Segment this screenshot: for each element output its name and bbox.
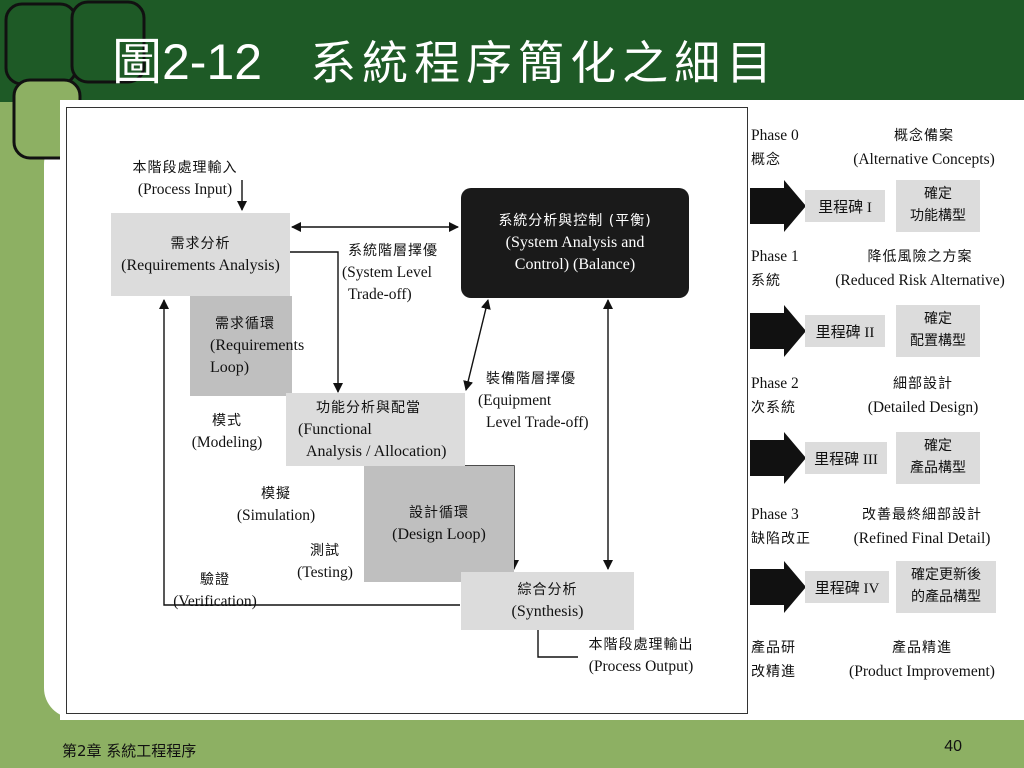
phase-1: Phase 1 系統: [751, 248, 799, 289]
slide-title: 圖2-12 系統程序簡化之細目: [112, 22, 778, 92]
milestone-4-confirm: 確定更新後 的產品構型: [896, 561, 996, 613]
verification-label: 驗證 (Verification): [173, 572, 257, 610]
process-output-label: 本階段處理輸出 (Process Output): [588, 637, 694, 675]
diagram-frame: [66, 107, 748, 714]
milestone-1-arrow: [750, 180, 806, 232]
title-text: 系統程序簡化之細目: [310, 36, 779, 90]
modeling-label: 模式 (Modeling): [191, 413, 263, 451]
milestone-2-box: 里程碑 II: [805, 315, 885, 347]
milestone-2-arrow: [750, 305, 806, 357]
page-number: 40: [944, 738, 962, 755]
milestone-1-box: 里程碑 I: [805, 190, 885, 222]
process-input-label: 本階段處理輸入 (Process Input): [132, 160, 238, 198]
phase-1-description: 降低風險之方案 (Reduced Risk Alternative): [835, 249, 1005, 289]
equipment-tradeoff-label: 裝備階層擇優 (Equipment Level Trade-off): [478, 371, 589, 431]
milestone-3-arrow: [750, 432, 806, 484]
testing-label: 測試 (Testing): [297, 543, 353, 581]
phase-product-description: 產品精進 (Product Improvement): [849, 640, 995, 680]
functional-analysis-box: 功能分析與配當 (Functional Analysis / Allocatio…: [286, 393, 465, 466]
requirements-analysis-box: 需求分析 (Requirements Analysis): [111, 213, 290, 296]
footer-chapter: 第2章 系統工程程序: [62, 742, 197, 760]
system-tradeoff-label: 系統階層擇優 (System Level Trade-off): [342, 243, 438, 303]
simulation-label: 模擬 (Simulation): [236, 486, 316, 524]
phase-2: Phase 2 次系統: [751, 375, 799, 416]
phase-2-description: 細部設計 (Detailed Design): [867, 376, 979, 416]
milestone-3-box: 里程碑 III: [805, 442, 887, 474]
phase-3-description: 改善最終細部設計 (Refined Final Detail): [853, 507, 991, 547]
phase-0: Phase 0 概念: [751, 127, 799, 168]
phase-0-description: 概念備案 (Alternative Concepts): [853, 128, 995, 168]
phase-3: Phase 3 缺陷改正: [751, 506, 811, 547]
synthesis-box: 綜合分析 (Synthesis): [461, 572, 634, 630]
milestone-2-confirm: 確定 配置構型: [896, 305, 980, 357]
milestone-4-box: 里程碑 IV: [805, 571, 889, 603]
phase-product: 產品研 改精進: [751, 640, 796, 680]
title-number: 圖2-12: [112, 34, 263, 90]
system-analysis-box: 系統分析與控制 (平衡) (System Analysis and Contro…: [461, 188, 689, 298]
milestone-3-confirm: 確定 產品構型: [896, 432, 980, 484]
requirements-loop-box: 需求循環 (Requirements Loop): [190, 296, 304, 396]
milestone-4-arrow: [750, 561, 806, 613]
milestone-1-confirm: 確定 功能構型: [896, 180, 980, 232]
design-loop-box: 設計循環 (Design Loop): [364, 466, 514, 582]
header-band: [0, 0, 1024, 102]
